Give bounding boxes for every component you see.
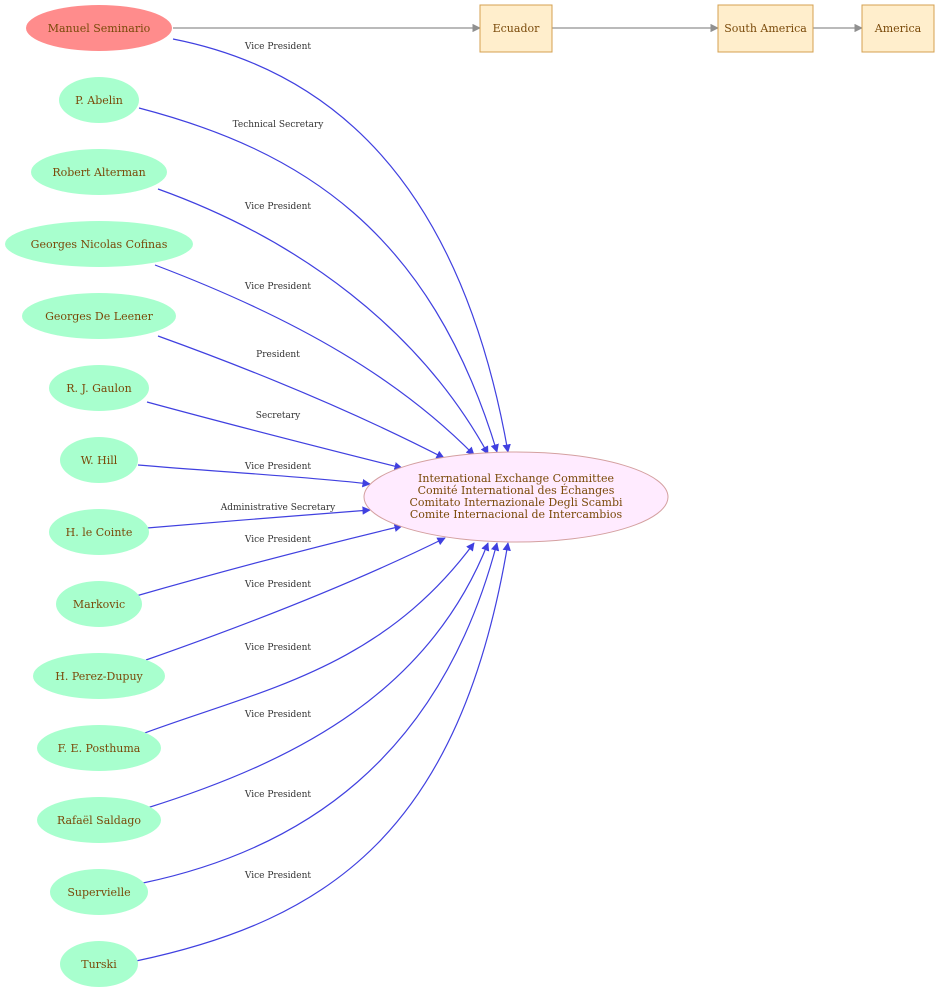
person-node-manuel-seminario[interactable]: Manuel Seminario [26,5,172,51]
committee-name-french: Comité International des Échanges [418,483,615,497]
role-label: Vice President [244,535,312,545]
person-name: F. E. Posthuma [58,742,141,755]
nodes-layer: Ecuador South America America Internatio… [5,4,935,987]
person-name: Robert Alterman [52,166,145,179]
person-name: H. Perez-Dupuy [55,670,143,683]
role-label: Vice President [244,42,312,52]
role-edge [157,188,489,455]
committee-name-spanish: Comite Internacional de Intercambios [410,508,623,521]
person-node-robert-alterman[interactable]: Robert Alterman [31,149,167,195]
role-edge [145,537,446,661]
place-node-south-america[interactable]: South America [717,4,814,53]
role-label: Technical Secretary [233,120,325,130]
role-edge [138,107,499,453]
person-name: Georges De Leener [45,310,154,323]
person-name: Rafaël Saldago [57,814,141,827]
role-edge [137,464,371,488]
role-label: Vice President [244,790,312,800]
place-label: Ecuador [493,22,540,35]
person-node-r-j-gaulon[interactable]: R. J. Gaulon [49,365,149,411]
place-label: America [874,22,922,35]
role-edge [141,542,475,735]
role-label: Secretary [256,411,301,421]
person-node-georges-de-leener[interactable]: Georges De Leener [22,293,176,339]
role-edge [146,506,371,529]
person-name: Turski [81,958,117,971]
person-name: R. J. Gaulon [66,382,131,395]
role-edge [135,542,511,962]
role-edge [146,542,490,809]
role-edge [142,542,500,884]
role-label: President [256,350,300,360]
role-label: Vice President [244,580,312,590]
role-label: Vice President [244,710,312,720]
person-node-w-hill[interactable]: W. Hill [60,437,138,483]
edges-layer [135,23,863,962]
place-label: South America [724,22,807,35]
person-name: H. le Cointe [66,526,133,539]
person-name: Manuel Seminario [48,22,151,35]
person-name: P. Abelin [75,94,123,107]
place-node-america[interactable]: America [861,4,935,53]
role-edge [172,38,511,453]
person-node-markovic[interactable]: Markovic [56,581,142,627]
role-edge [154,264,475,456]
role-label: Administrative Secretary [220,503,336,513]
person-name: Supervielle [67,886,130,899]
role-label: Vice President [244,643,312,653]
person-node-georges-nicolas-cofinas[interactable]: Georges Nicolas Cofinas [5,221,193,267]
person-name: W. Hill [81,454,118,467]
person-name: Georges Nicolas Cofinas [31,238,168,251]
person-node-h-perez-dupuy[interactable]: H. Perez-Dupuy [33,653,165,699]
committee-name-italian: Comitato Internazionale Degli Scambi [409,496,622,509]
committee-name-english: International Exchange Committee [418,472,614,485]
person-node-h-le-cointe[interactable]: H. le Cointe [49,509,149,555]
person-node-p-abelin[interactable]: P. Abelin [59,77,139,123]
person-node-rafael-saldago[interactable]: Rafaël Saldago [37,797,161,843]
person-node-supervielle[interactable]: Supervielle [50,869,148,915]
committee-node[interactable]: International Exchange Committee Comité … [363,451,669,543]
place-node-ecuador[interactable]: Ecuador [479,4,553,53]
role-label: Vice President [244,202,312,212]
person-node-turski[interactable]: Turski [60,941,138,987]
role-label: Vice President [244,871,312,881]
role-edge [157,335,445,459]
role-label: Vice President [244,282,312,292]
person-name: Markovic [73,598,125,611]
role-label: Vice President [244,462,312,472]
role-edge [146,401,403,471]
role-edge [135,523,403,597]
person-node-f-e-posthuma[interactable]: F. E. Posthuma [37,725,161,771]
